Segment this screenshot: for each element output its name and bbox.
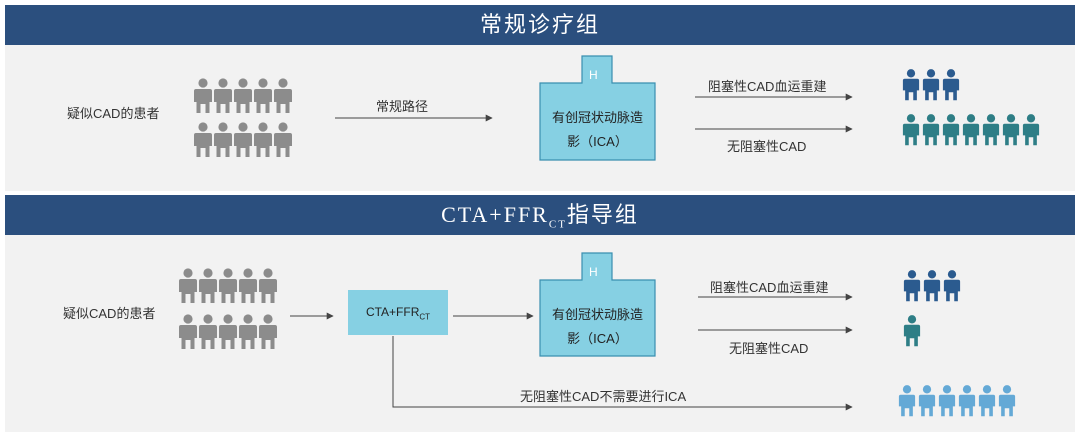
- patients-label-top: 疑似CAD的患者: [67, 106, 160, 121]
- ctaffrct-box-sub: CT: [419, 312, 431, 322]
- patients-label-bottom: 疑似CAD的患者: [63, 306, 156, 321]
- ffrct-group-banner: CTA+FFRCT指导组: [5, 195, 1075, 235]
- non-obstructive-patients-top: [902, 114, 1040, 146]
- hospital-badge-bottom: H: [589, 265, 598, 279]
- path-label-top: 常规路径: [376, 99, 429, 114]
- ica-box-top: [539, 55, 656, 161]
- ica-box-label-top: 有创冠状动脉造 影（ICA）: [540, 106, 655, 154]
- ffrct-group-title-main: CTA+FFR: [441, 202, 549, 227]
- ctaffrct-box-main: CTA+FFR: [365, 305, 420, 319]
- obstructive-patients-top: [902, 69, 960, 101]
- hospital-badge-top: H: [589, 68, 598, 82]
- ica-box-line2-bottom: 影（ICA）: [567, 331, 628, 346]
- outcome-obstructive-bottom: 阻塞性CAD血运重建: [710, 280, 829, 295]
- ica-box-label-bottom: 有创冠状动脉造 影（ICA）: [540, 303, 655, 351]
- ica-box-line1-bottom: 有创冠状动脉造: [551, 307, 643, 322]
- patients-group-bottom: [179, 268, 277, 349]
- ica-box-line2-top: 影（ICA）: [567, 134, 628, 149]
- bypass-no-ica-label: 无阻塞性CAD不需要进行ICA: [520, 389, 687, 404]
- non-obstructive-patients-bottom: [903, 315, 921, 347]
- ffrct-group-title-sub: CT: [548, 218, 567, 231]
- conventional-group-banner: 常规诊疗组: [5, 5, 1075, 45]
- ctaffrct-box: CTA+FFRCT: [348, 290, 448, 335]
- conventional-group-title: 常规诊疗组: [479, 12, 600, 37]
- ffrct-group-title-suffix: 指导组: [566, 202, 639, 227]
- ica-box-bottom: [539, 252, 656, 357]
- outcome-non-obstructive-bottom: 无阻塞性CAD: [729, 341, 809, 356]
- no-ica-patients-bottom: [898, 385, 1016, 417]
- patients-group-top: [194, 78, 292, 157]
- obstructive-patients-bottom: [903, 270, 961, 302]
- ica-box-line1-top: 有创冠状动脉造: [551, 110, 643, 125]
- outcome-non-obstructive-top: 无阻塞性CAD: [727, 139, 807, 154]
- outcome-obstructive-top: 阻塞性CAD血运重建: [708, 79, 827, 94]
- arrow-bypass-no-ica: [392, 336, 853, 411]
